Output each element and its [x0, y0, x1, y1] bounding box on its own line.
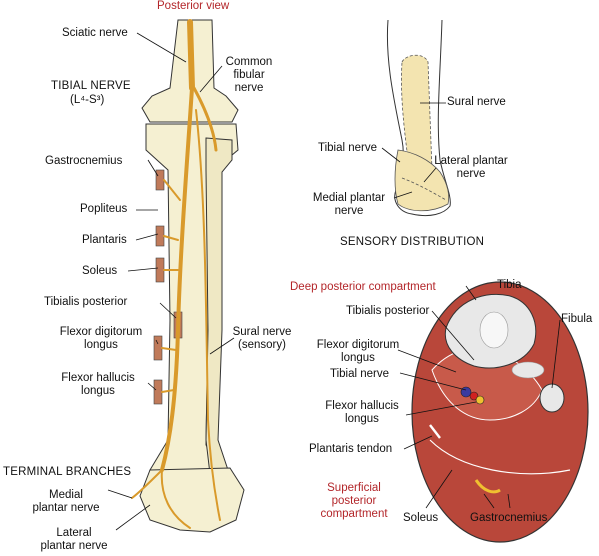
label-sensory-lateral-plantar: Lateral plantar nerve: [424, 155, 518, 181]
label-sensory-lateral-line2: nerve: [456, 168, 486, 180]
label-superficial-line3: compartment: [320, 508, 388, 520]
label-medial-plantar-line1: Medial: [49, 489, 83, 501]
label-fdl-line1: Flexor digitorum: [59, 326, 143, 338]
medial-plantar-path: [131, 469, 163, 499]
common-fibular-path: [192, 86, 218, 152]
label-common-fibular-line1: Common: [225, 56, 273, 68]
label-section-tibia: Tibia: [497, 279, 522, 291]
nerve-paths: [131, 19, 221, 529]
tibia-marrow: [479, 311, 509, 349]
label-section-fhl-line1: Flexor hallucis: [325, 400, 399, 412]
tibial-nerve-path: [160, 86, 194, 472]
label-fhl: Flexor hallucis longus: [48, 372, 148, 398]
fibula-bone: [539, 383, 565, 413]
label-fdl: Flexor digitorum longus: [46, 326, 156, 352]
plantaris-stub: [155, 225, 165, 247]
label-superficial-line1: Superficial: [327, 482, 381, 494]
label-section-fdl-line1: Flexor digitorum: [316, 339, 400, 351]
label-lateral-plantar: Lateral plantar nerve: [32, 527, 116, 553]
label-section-fibula: Fibula: [561, 313, 593, 325]
lateral-plantar-path: [160, 469, 191, 529]
label-sural-nerve-sensory: Sural nerve (sensory): [226, 326, 298, 352]
label-section-plantaris-tendon: Plantaris tendon: [309, 443, 393, 455]
label-sensory-medial-plantar: Medial plantar nerve: [302, 192, 396, 218]
label-fhl-line2: longus: [81, 385, 115, 397]
label-superficial-compartment: Superficial posterior compartment: [306, 482, 402, 521]
label-tibialis-posterior: Tibialis posterior: [44, 296, 128, 308]
label-common-fibular-line2: fibular: [233, 69, 265, 81]
sensory-illustration: [381, 19, 451, 217]
label-soleus: Soleus: [82, 265, 118, 277]
label-section-fdl: Flexor digitorum longus: [308, 339, 408, 365]
label-plantaris: Plantaris: [82, 234, 127, 246]
label-sensory-lateral-line1: Lateral plantar: [434, 155, 508, 167]
label-common-fibular-line3: nerve: [234, 82, 264, 94]
label-sensory-medial-line2: nerve: [334, 205, 364, 217]
label-section-tibial-nerve: Tibial nerve: [330, 368, 390, 380]
label-section-gastrocnemius: Gastrocnemius: [470, 512, 548, 524]
label-fhl-line1: Flexor hallucis: [61, 372, 135, 384]
label-superficial-line2: posterior: [331, 495, 377, 507]
label-sensory-tibial: Tibial nerve: [318, 142, 378, 154]
fibula: [205, 137, 233, 475]
sciatic-nerve-path: [187, 19, 195, 91]
label-fdl-line2: longus: [84, 339, 118, 351]
label-lateral-plantar-line1: Lateral: [56, 527, 92, 539]
label-gastrocnemius: Gastrocnemius: [45, 155, 123, 167]
label-common-fibular: Common fibular nerve: [222, 56, 276, 95]
soleus-stub: [155, 257, 165, 283]
label-sural-line1: Sural nerve: [232, 326, 292, 338]
fhl-stub: [153, 379, 163, 405]
sural-nerve-section: [474, 479, 501, 494]
label-medial-plantar-line2: plantar nerve: [32, 502, 100, 514]
label-sensory-medial-line1: Medial plantar: [312, 192, 386, 204]
foot: [139, 467, 245, 533]
label-tibial-roots: (L⁴-S³): [70, 94, 105, 106]
label-section-soleus: Soleus: [403, 512, 439, 524]
label-tibial-nerve-title: TIBIAL NERVE: [51, 80, 131, 92]
label-sensory-sural: Sural nerve: [447, 96, 506, 108]
label-section-fdl-line2: longus: [341, 352, 375, 364]
label-medial-plantar: Medial plantar nerve: [24, 489, 108, 515]
sensory-distribution-caption: SENSORY DISTRIBUTION: [340, 236, 485, 248]
label-sciatic-nerve: Sciatic nerve: [62, 27, 128, 39]
label-lateral-plantar-line2: plantar nerve: [40, 540, 108, 552]
label-section-tibialis-posterior: Tibialis posterior: [346, 305, 430, 317]
label-sural-line2: (sensory): [238, 339, 286, 351]
label-popliteus: Popliteus: [80, 203, 128, 215]
sural-nerve-path: [195, 109, 221, 521]
gastrocnemius-stub: [155, 169, 165, 191]
interosseous: [511, 361, 545, 379]
leg-illustration: [107, 19, 245, 533]
label-deep-compartment: Deep posterior compartment: [290, 281, 436, 293]
posterior-view-caption: Posterior view: [157, 0, 230, 12]
label-terminal-branches: TERMINAL BRANCHES: [3, 466, 132, 478]
label-section-fhl: Flexor hallucis longus: [314, 400, 410, 426]
label-section-fhl-line2: longus: [345, 413, 379, 425]
plantar-area: [394, 149, 450, 212]
cross-section-illustration: [397, 281, 589, 543]
soleus-gastroc-division: [429, 439, 571, 475]
